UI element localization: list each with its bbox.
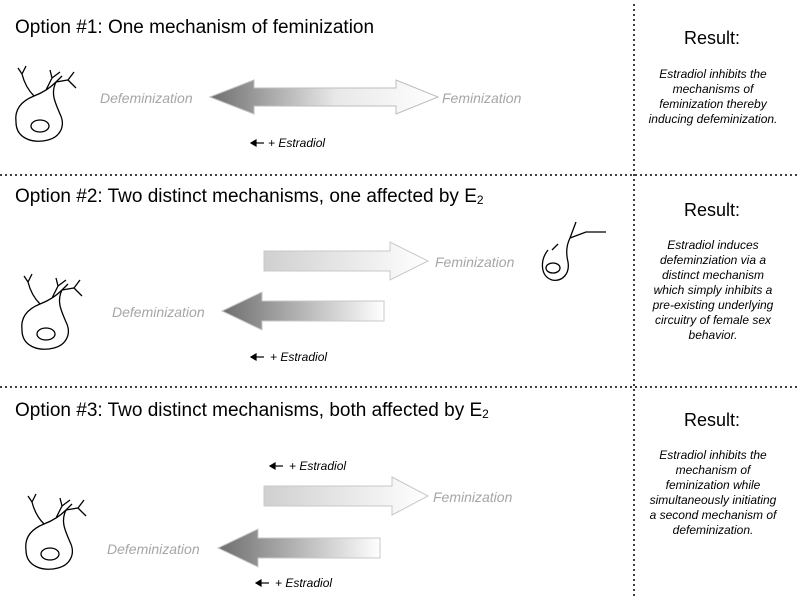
estradiol-label-1: + Estradiol	[268, 136, 326, 150]
option-3-title: Option #3: Two distinct mechanisms, both…	[15, 400, 489, 421]
option-1-result-text: Estradiol inhibits the mechanisms of fem…	[648, 67, 778, 126]
defeminization-label-3: Defeminization	[107, 541, 200, 557]
double-arrow-1	[208, 79, 440, 115]
estradiol-label-2: + Estradiol	[270, 350, 328, 364]
neuron-icon-2b	[541, 221, 606, 281]
option-2-result-text: Estradiol induces defeminziation via a d…	[652, 238, 774, 342]
small-arrow-icons	[249, 138, 283, 588]
feminization-arrow-3	[263, 476, 430, 516]
defeminization-arrow-3	[216, 528, 381, 568]
option-3-result-text: Estradiol inhibits the mechanism of femi…	[649, 448, 777, 537]
defeminization-arrow-2	[220, 291, 385, 331]
defeminization-label-2: Defeminization	[112, 304, 205, 320]
option-2-result-heading: Result:	[683, 200, 741, 220]
neuron-icon-2	[21, 273, 83, 350]
estradiol-label-3-top: + Estradiol	[289, 459, 347, 473]
option-3-result-heading: Result:	[683, 410, 741, 430]
option-2-title: Option #2: Two distinct mechanisms, one …	[15, 186, 484, 207]
defeminization-label-1: Defeminization	[100, 90, 193, 106]
feminization-label-3: Feminization	[433, 489, 513, 505]
feminization-arrow-2	[263, 241, 430, 281]
option-1-result-heading: Result:	[683, 28, 741, 48]
feminization-label-1: Feminization	[442, 90, 522, 106]
feminization-label-2: Feminization	[435, 254, 515, 270]
option-1-title: Option #1: One mechanism of feminization	[15, 17, 375, 38]
estradiol-label-3-bottom: + Estradiol	[275, 576, 333, 590]
neuron-icon-3	[25, 493, 87, 570]
neuron-icon-1	[15, 65, 77, 142]
